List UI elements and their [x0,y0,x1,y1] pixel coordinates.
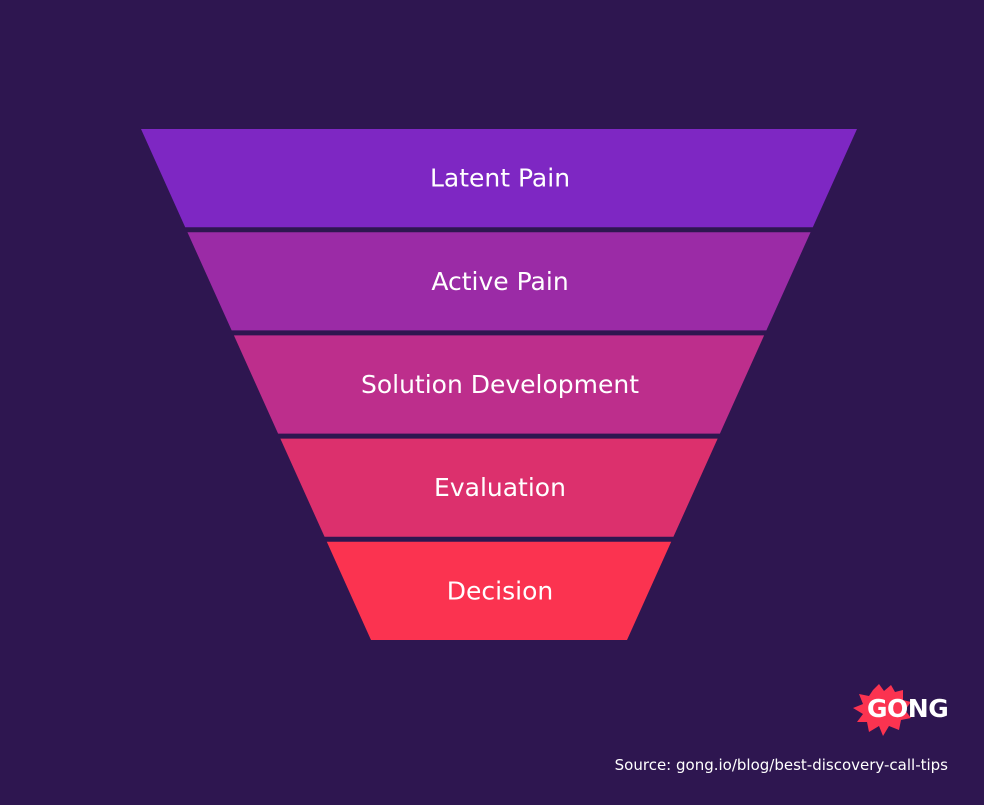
logo-wordmark: GONG [867,694,949,723]
funnel-stage-label: Evaluation [434,473,566,502]
funnel-stage-5 [326,541,672,640]
gong-burst-icon [853,684,911,736]
funnel-stage-2 [187,232,811,331]
funnel-stage-1 [141,129,857,228]
funnel-stage-label: Active Pain [431,267,568,296]
funnel-stage-label: Solution Development [361,370,639,399]
funnel-stage-label: Latent Pain [430,164,570,193]
source-caption: Source: gong.io/blog/best-discovery-call… [614,756,948,774]
funnel-stage-3 [233,335,765,434]
funnel-stage-4 [280,438,718,537]
gong-logo: GONG [853,682,949,738]
funnel-stage-label: Decision [447,576,553,605]
